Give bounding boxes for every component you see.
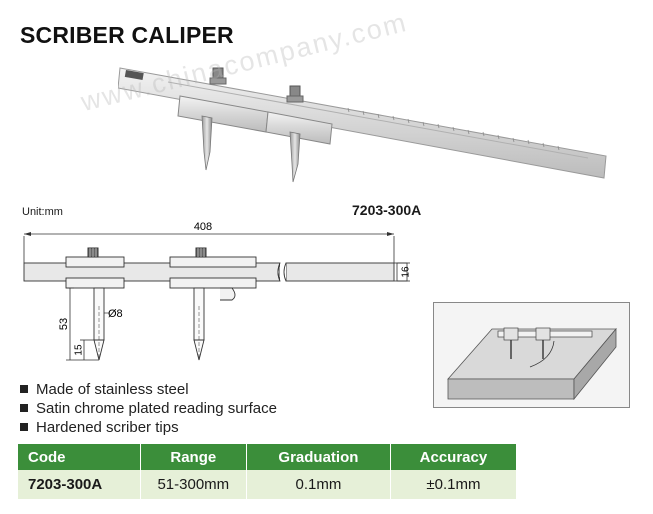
bullet-icon: [20, 423, 28, 431]
list-item: Made of stainless steel: [20, 380, 277, 399]
col-accuracy: Accuracy: [390, 444, 518, 470]
usage-illustration: [433, 302, 630, 408]
dim-53: 53: [58, 318, 70, 330]
spec-table: Code Range Graduation Accuracy 7203-300A…: [18, 444, 518, 499]
model-number: 7203-300A: [352, 202, 422, 218]
cell-accuracy: ±0.1mm: [390, 470, 518, 499]
dim-diameter: Ø8: [108, 308, 123, 320]
list-item: Hardened scriber tips: [20, 418, 277, 437]
product-photo: [118, 67, 607, 183]
list-item: Satin chrome plated reading surface: [20, 399, 277, 418]
bullet-icon: [20, 404, 28, 412]
feature-list: Made of stainless steel Satin chrome pla…: [20, 380, 277, 437]
dim-height: 16: [401, 266, 412, 278]
cell-graduation: 0.1mm: [246, 470, 391, 499]
cell-range: 51-300mm: [140, 470, 248, 499]
dim-length: 408: [194, 221, 212, 233]
cell-code: 7203-300A: [18, 470, 141, 499]
dim-15: 15: [74, 344, 85, 356]
col-graduation: Graduation: [246, 444, 391, 470]
col-range: Range: [140, 444, 248, 470]
technical-drawing: 408 16 53 15 Ø8: [23, 221, 412, 361]
bullet-icon: [20, 385, 28, 393]
col-code: Code: [18, 444, 141, 470]
table-row: 7203-300A 51-300mm 0.1mm ±0.1mm: [18, 470, 518, 499]
unit-label: Unit:mm: [22, 206, 63, 218]
page-title: SCRIBER CALIPER: [20, 22, 234, 48]
table-header-row: Code Range Graduation Accuracy: [18, 444, 518, 470]
